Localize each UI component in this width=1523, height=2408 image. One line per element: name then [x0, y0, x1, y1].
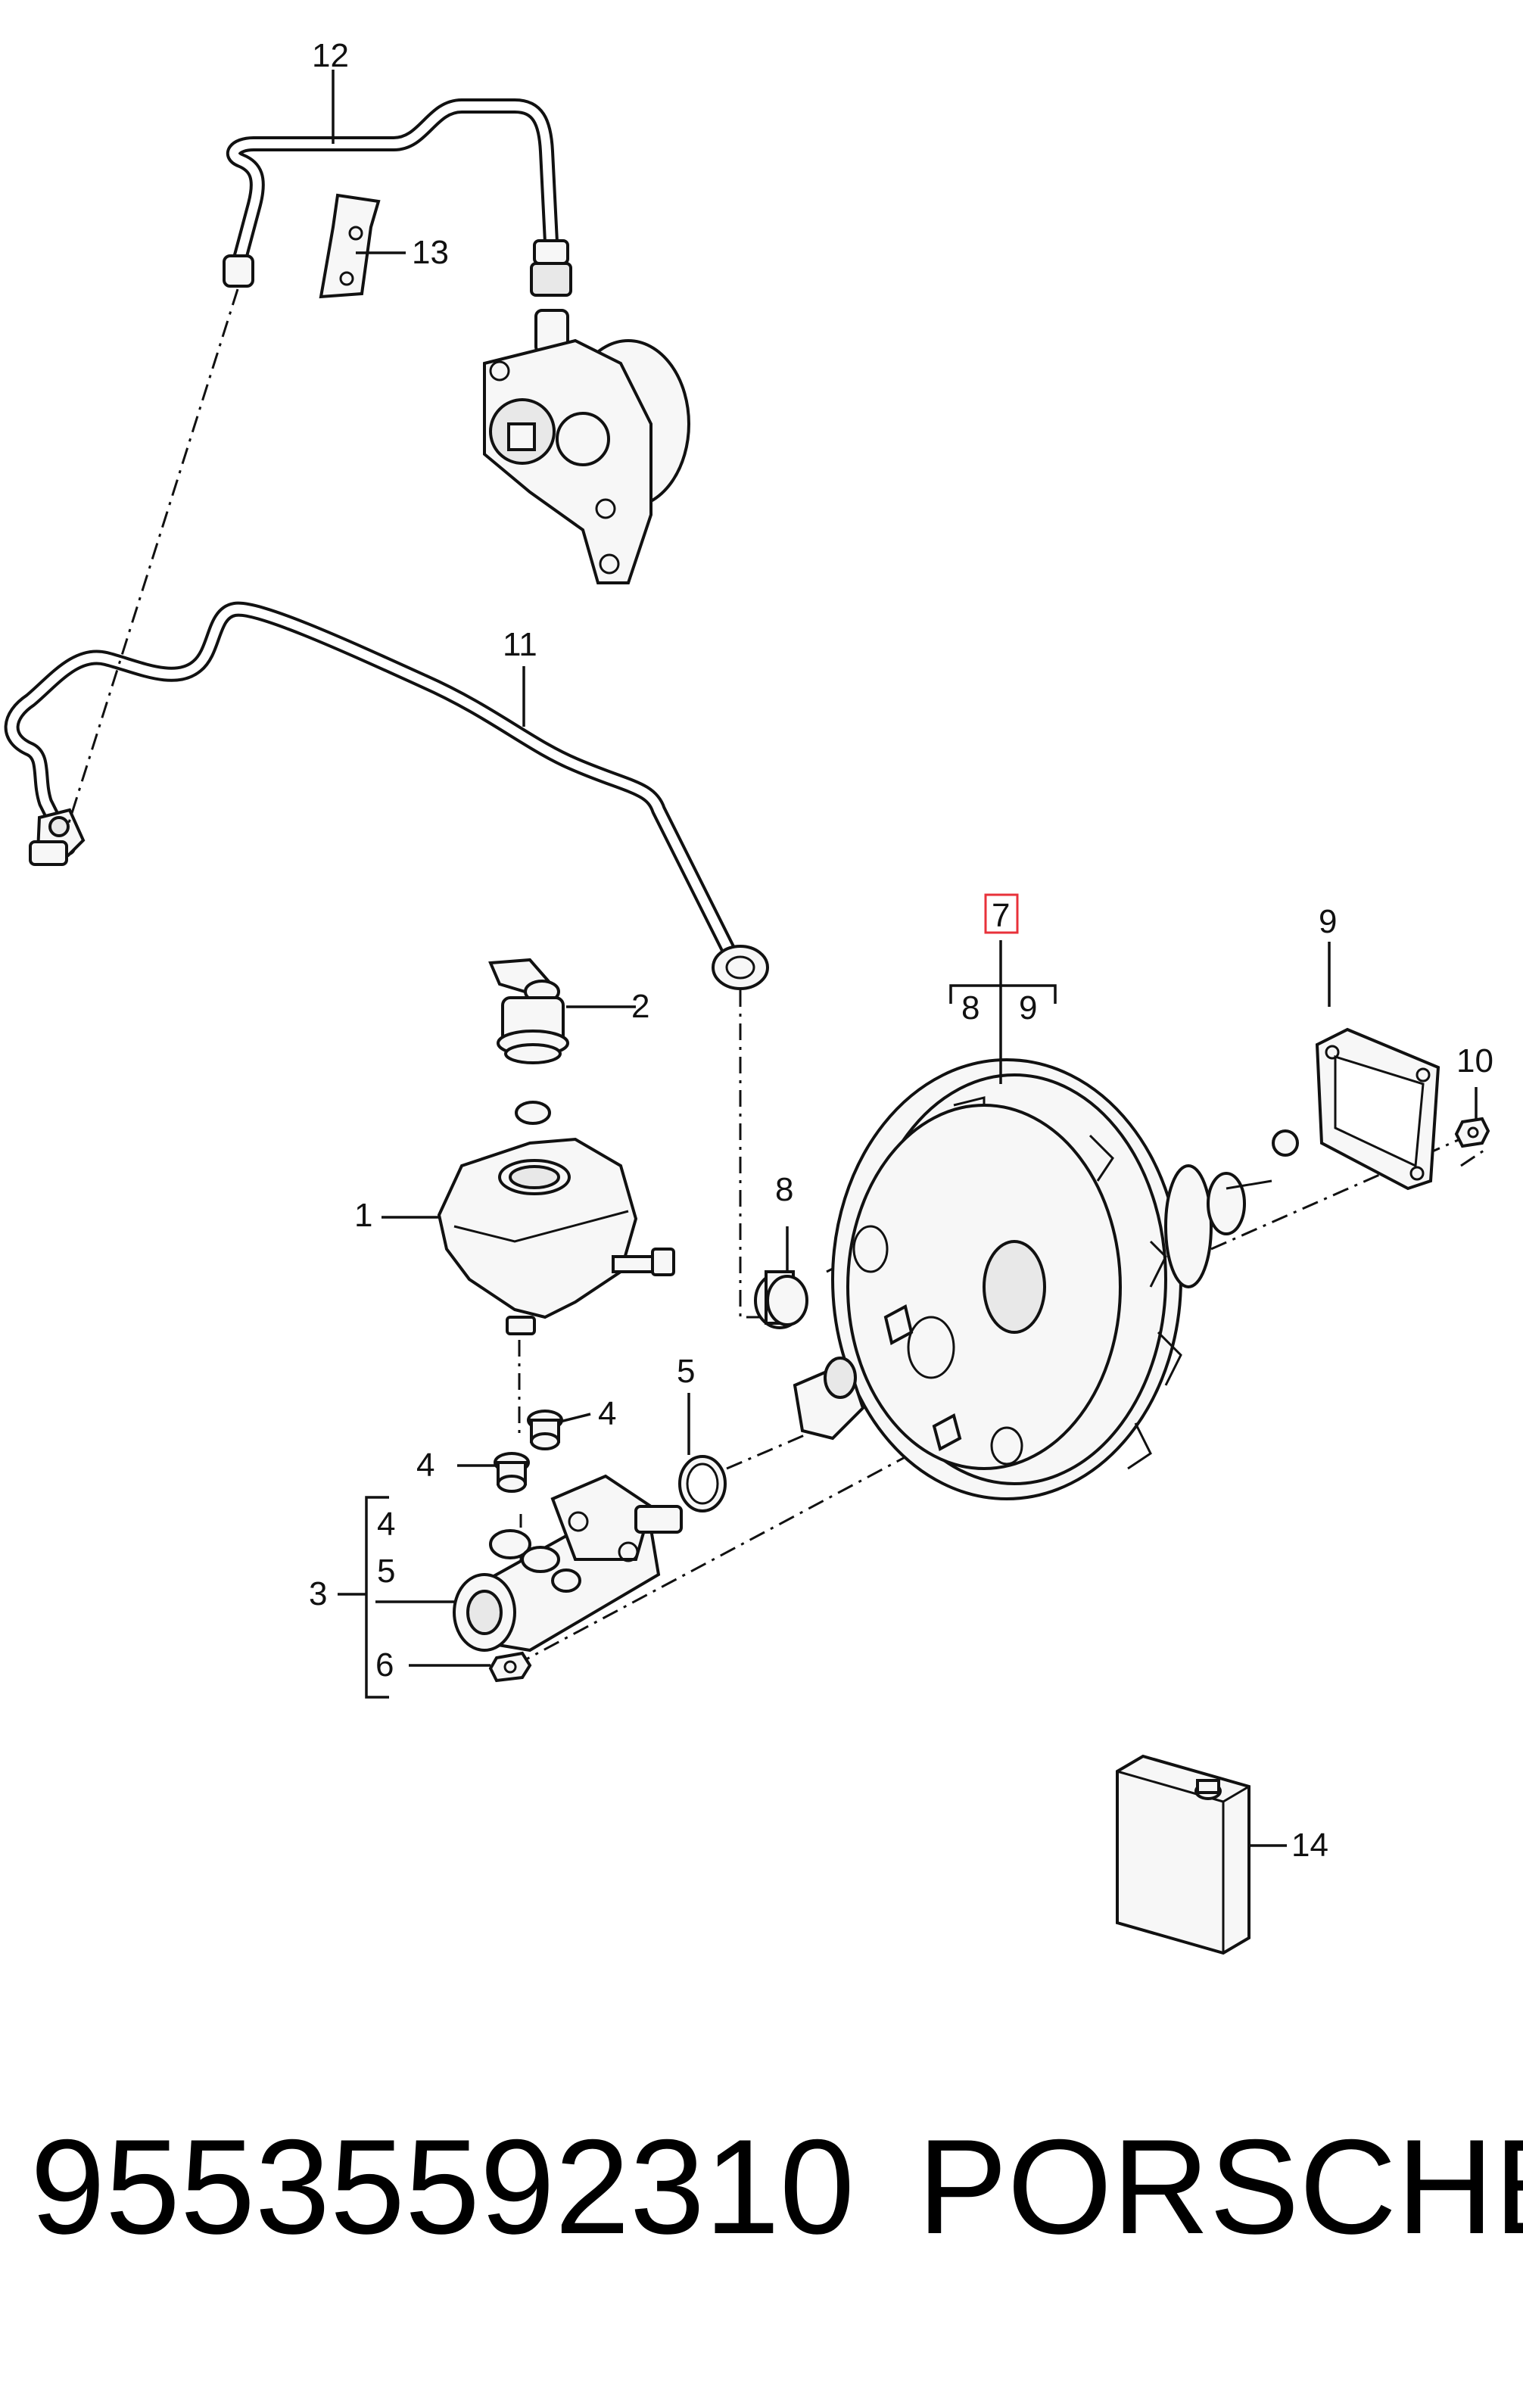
o-ring-part-5[interactable] — [678, 1455, 727, 1512]
callout-10: 10 — [1456, 1042, 1493, 1079]
master-cylinder-part-3[interactable] — [453, 1474, 683, 1653]
brake-booster-part-7[interactable] — [793, 1058, 1299, 1500]
callout-9: 9 — [1319, 903, 1337, 940]
grommet-part-8[interactable] — [754, 1270, 808, 1329]
callout-8: 8 — [775, 1171, 793, 1208]
callout-14: 14 — [1291, 1827, 1328, 1864]
callout-6: 6 — [375, 1646, 394, 1684]
callout-11: 11 — [503, 626, 537, 663]
brand-name: PORSCHE — [917, 2111, 1523, 2262]
callout-3: 3 — [309, 1575, 327, 1612]
brake-fluid-can-part-14[interactable] — [1116, 1754, 1250, 1955]
callout-12: 12 — [312, 37, 349, 74]
reservoir-cap-part-2[interactable] — [488, 958, 569, 1125]
callout-7: 7 — [992, 897, 1010, 934]
callout-4-left: 4 — [416, 1447, 434, 1484]
nut-part-6[interactable] — [488, 1651, 532, 1683]
callout-13: 13 — [412, 234, 449, 271]
callout-5-bracket: 5 — [377, 1553, 395, 1590]
callout-2: 2 — [631, 988, 649, 1025]
highlight-box — [984, 893, 1019, 934]
vacuum-line-part-11[interactable] — [4, 601, 769, 990]
callout-5-oring: 5 — [677, 1353, 695, 1390]
callout-7-sub-9: 9 — [1019, 989, 1037, 1026]
grommet-part-4-right[interactable] — [527, 1410, 563, 1450]
brake-fluid-reservoir-part-1[interactable] — [437, 1137, 675, 1335]
callout-7-sub-8: 8 — [961, 989, 980, 1026]
callout-4-bracket: 4 — [377, 1506, 395, 1543]
bracket-part-13[interactable] — [319, 193, 381, 299]
gasket-part-9[interactable] — [1315, 1027, 1440, 1191]
callout-1: 1 — [354, 1197, 372, 1234]
vacuum-pump[interactable] — [483, 309, 690, 584]
callout-4-right: 4 — [598, 1395, 616, 1432]
part-number: 95535592310 — [30, 2111, 855, 2262]
nut-part-10[interactable] — [1454, 1117, 1490, 1148]
vacuum-hose-part-12[interactable] — [223, 98, 572, 297]
grommet-part-4-left[interactable] — [494, 1452, 530, 1493]
